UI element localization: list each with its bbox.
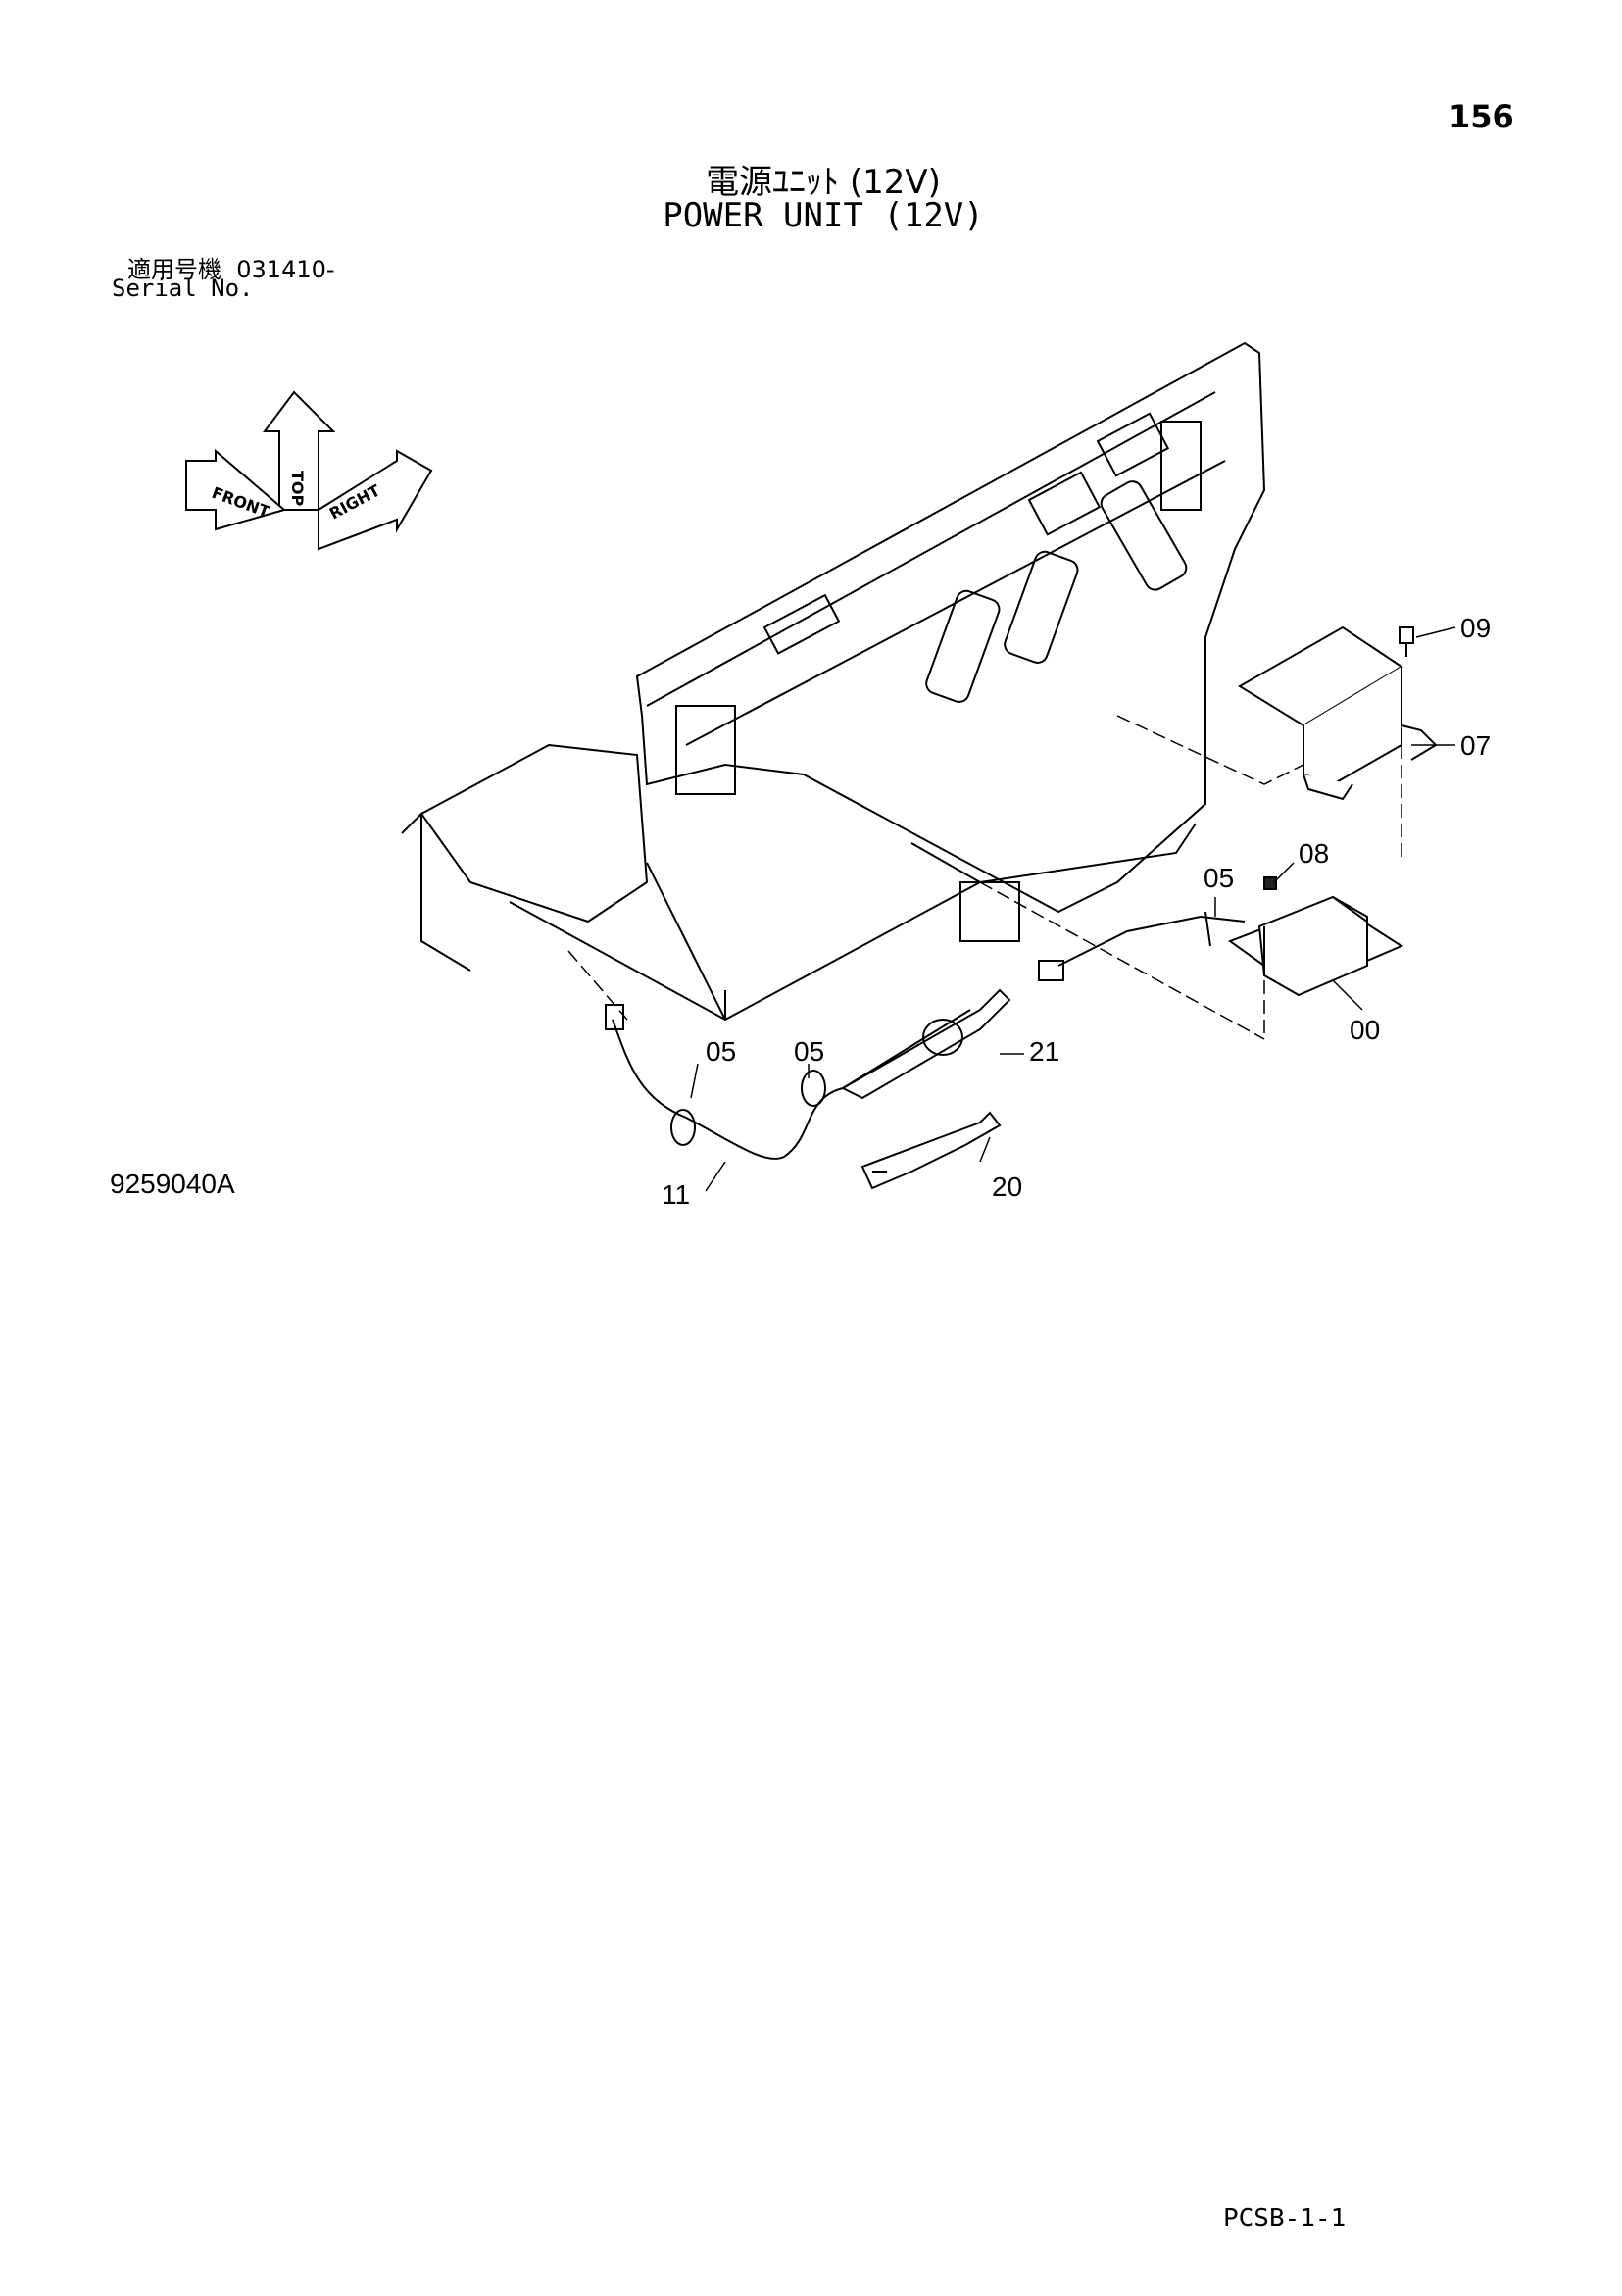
bracket-07 xyxy=(1238,625,1438,801)
callout-labels: 09 07 08 05 00 05 05 21 11 20 xyxy=(662,613,1491,1210)
power-unit-00 xyxy=(1227,895,1404,997)
leader-lines xyxy=(690,626,1456,1192)
front-arrow-icon xyxy=(185,448,287,531)
orientation-indicator: TOP FRONT RIGHT xyxy=(185,390,433,551)
serial-label-jp: 適用号機 xyxy=(127,256,221,283)
callout-09: 09 xyxy=(1460,613,1491,643)
footer-code: PCSB-1-1 xyxy=(1223,2204,1347,2233)
title-english: POWER UNIT (12V) xyxy=(663,196,984,235)
callout-20: 20 xyxy=(992,1172,1022,1202)
top-arrow-icon xyxy=(263,390,336,511)
orientation-top-label: TOP xyxy=(288,471,307,507)
harness-20 xyxy=(860,1111,1002,1190)
figure-id: 9259040A xyxy=(110,1169,235,1199)
harness-21 xyxy=(840,988,1011,1100)
title-japanese: 電源ﾕﾆｯﾄ (12V) xyxy=(706,163,941,202)
callout-21: 21 xyxy=(1029,1036,1059,1067)
serial-line: 適用号機 031410- xyxy=(127,250,335,284)
page-number: 156 xyxy=(1449,98,1514,135)
callout-05-right: 05 xyxy=(1204,863,1234,893)
right-arrow-icon xyxy=(318,449,433,551)
callout-08: 08 xyxy=(1299,838,1329,869)
harness-11 xyxy=(605,911,1246,1160)
callout-05-center: 05 xyxy=(794,1036,824,1067)
serial-value: 031410- xyxy=(236,256,335,283)
nut-08 xyxy=(1263,876,1277,890)
callout-05-left: 05 xyxy=(706,1036,736,1067)
callout-00: 00 xyxy=(1350,1015,1380,1045)
reference-lines xyxy=(567,686,1402,1040)
machine-frame xyxy=(401,341,1266,1022)
bolt-09 xyxy=(1399,626,1414,657)
serial-label-en: Serial No. xyxy=(112,275,254,302)
callout-07: 07 xyxy=(1460,730,1491,761)
callout-11: 11 xyxy=(662,1179,690,1210)
